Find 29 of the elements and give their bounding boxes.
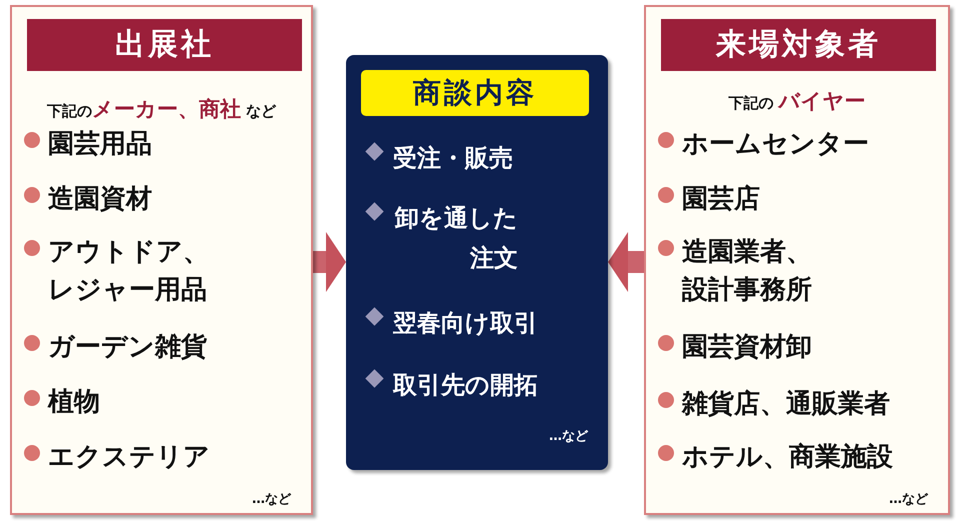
list-item: 植物 [48,386,100,419]
subtitle-text: 下記の バイヤー [727,88,867,115]
list-item: 受注・販売 [393,143,513,174]
list-item: 取引先の開拓 [393,370,538,401]
list-item: 翌春向け取引 [393,308,538,339]
etc-note: …など [889,491,928,508]
list-item: 造園業者、設計事務所 [682,236,813,307]
list-item: ガーデン雑貨 [48,331,207,364]
topic-panel [346,55,608,470]
list-item: アウトドア、レジャー用品 [48,236,210,307]
list-item: 雑貨店、通販業者 [682,388,890,421]
panel-heading: 来場対象者 [661,19,936,71]
etc-note: …など [549,428,588,445]
list-item: 園芸用品 [48,128,152,161]
list-item: 卸を通した注文 [394,203,518,274]
subtitle-text: 下記のメーカー、商社 など [46,96,278,123]
etc-note: …など [252,491,291,508]
arrow [608,232,644,292]
panel-heading: 商談内容 [361,70,589,116]
arrow [313,232,346,292]
list-item: ホテル、商業施設 [682,441,893,474]
panel-heading: 出展社 [27,19,302,71]
list-panel [644,5,950,515]
list-item: 園芸店 [682,183,760,216]
list-item: 園芸資材卸 [682,331,812,364]
list-item: ホームセンター [682,128,869,161]
list-panel [10,5,313,515]
list-item: 造園資材 [48,183,152,216]
list-item: エクステリア [48,441,210,474]
